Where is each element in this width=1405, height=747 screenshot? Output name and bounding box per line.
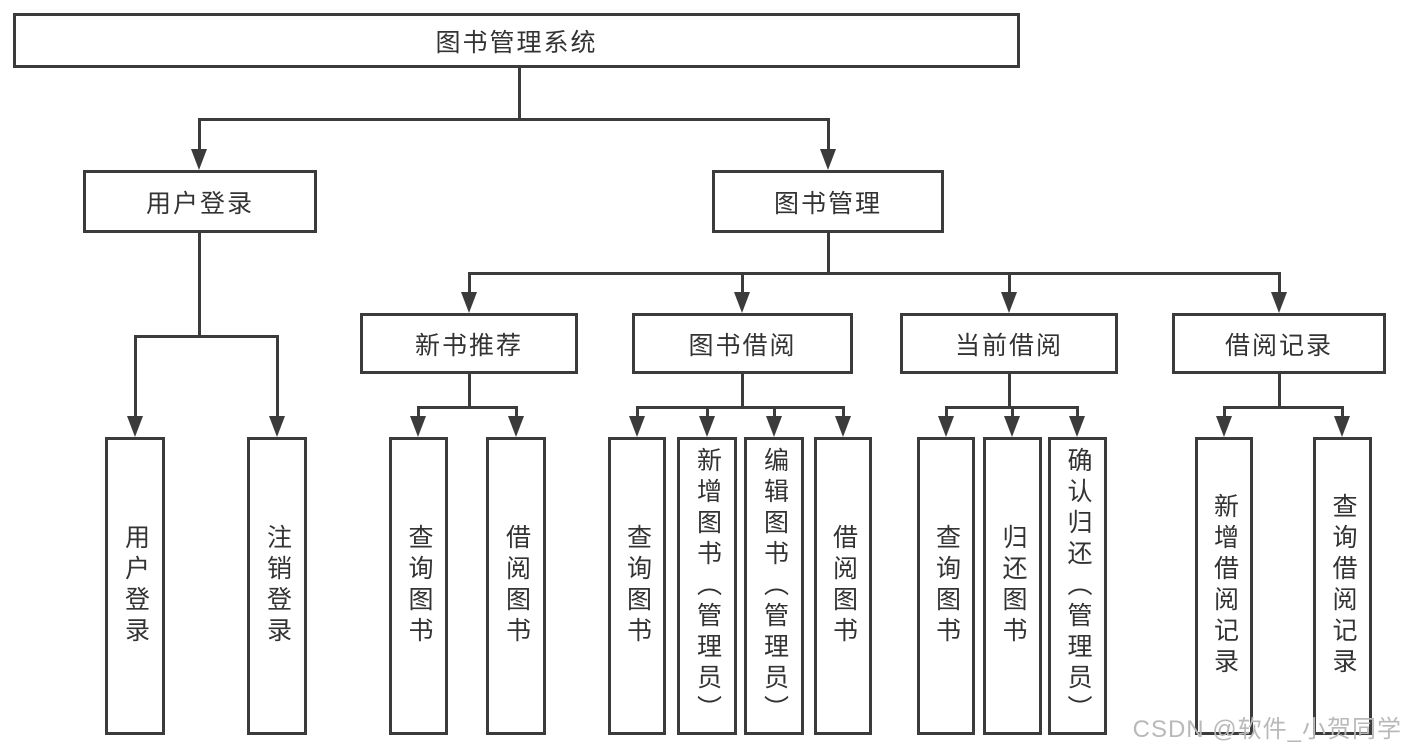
connector-line (417, 406, 420, 418)
node-label: 用户登录 (145, 189, 254, 218)
node-book-borrow: 图书借阅 (632, 313, 853, 374)
arrow-down-icon (461, 292, 477, 313)
arrow-down-icon (410, 416, 426, 437)
leaf-return-books: 归还图书 (983, 437, 1042, 735)
arrow-down-icon (629, 416, 645, 437)
node-label: 查询图书 (932, 524, 961, 648)
leaf-borrow-books-borrow: 借阅图书 (814, 437, 872, 735)
connector-line (198, 118, 201, 152)
connector-line (706, 406, 709, 418)
node-label: 新增图书（管理员） (693, 446, 722, 726)
node-label: 借阅图书 (829, 524, 858, 648)
arrow-down-icon (191, 149, 207, 170)
arrow-down-icon (1001, 292, 1017, 313)
leaf-edit-books-admin: 编辑图书（管理员） (744, 437, 804, 735)
connector-line (276, 335, 279, 417)
connector-line (636, 406, 639, 418)
connector-line (134, 335, 137, 417)
node-label: 图书管理 (773, 189, 882, 218)
node-label: 用户登录 (121, 524, 150, 648)
connector-line (945, 406, 948, 418)
connector-line (741, 374, 744, 407)
arrow-down-icon (1216, 416, 1232, 437)
node-new-book-recommend: 新书推荐 (360, 313, 578, 374)
leaf-confirm-return-admin: 确认归还（管理员） (1048, 437, 1107, 735)
connector-line (1278, 374, 1281, 407)
arrow-down-icon (269, 416, 285, 437)
connector-line (468, 272, 1281, 275)
arrow-down-icon (734, 292, 750, 313)
arrow-down-icon (508, 416, 524, 437)
leaf-query-borrow-record: 查询借阅记录 (1313, 437, 1372, 735)
arrow-down-icon (1004, 416, 1020, 437)
leaf-add-books-admin: 新增图书（管理员） (677, 437, 737, 735)
node-label: 借阅图书 (502, 524, 531, 648)
node-label: 编辑图书（管理员） (760, 446, 789, 726)
arrow-down-icon (1334, 416, 1350, 437)
node-label: 借阅记录 (1224, 331, 1333, 360)
arrow-down-icon (1069, 416, 1085, 437)
connector-line (198, 233, 201, 337)
node-label: 新增借阅记录 (1210, 493, 1239, 679)
leaf-query-books-recommend: 查询图书 (389, 437, 448, 735)
connector-line (636, 406, 845, 409)
connector-line (842, 406, 845, 418)
leaf-query-books-borrow: 查询图书 (608, 437, 666, 735)
node-label: 图书管理系统 (435, 28, 598, 57)
node-label: 图书借阅 (688, 331, 797, 360)
arrow-down-icon (127, 416, 143, 437)
connector-line (1011, 406, 1014, 418)
connector-line (198, 118, 830, 121)
arrow-down-icon (766, 416, 782, 437)
node-current-borrow: 当前借阅 (900, 313, 1118, 374)
connector-line (1008, 272, 1011, 294)
arrow-down-icon (820, 149, 836, 170)
connector-line (1223, 406, 1344, 409)
arrow-down-icon (938, 416, 954, 437)
node-label: 确认归还（管理员） (1064, 446, 1092, 726)
watermark: CSDN @软件_小贺同学 (1132, 716, 1402, 743)
connector-line (468, 272, 471, 294)
connector-line (827, 118, 830, 152)
connector-line (773, 406, 776, 418)
node-user-login: 用户登录 (83, 170, 317, 233)
connector-line (1223, 406, 1226, 418)
node-label: 归还图书 (999, 524, 1027, 648)
node-library-management-system: 图书管理系统 (13, 13, 1020, 68)
connector-line (417, 406, 517, 409)
connector-line (518, 66, 521, 120)
node-borrow-records: 借阅记录 (1172, 313, 1386, 374)
leaf-add-borrow-record: 新增借阅记录 (1195, 437, 1253, 735)
connector-line (1076, 406, 1079, 418)
node-label: 查询图书 (405, 524, 433, 648)
leaf-logout-login: 注销登录 (247, 437, 307, 735)
connector-line (827, 233, 830, 274)
connector-line (1278, 272, 1281, 294)
connector-line (741, 272, 744, 294)
arrow-down-icon (1271, 292, 1287, 313)
connector-line (1008, 374, 1011, 407)
node-label: 当前借阅 (954, 331, 1063, 360)
leaf-user-login: 用户登录 (105, 437, 165, 735)
connector-line (468, 374, 471, 407)
node-label: 查询图书 (623, 524, 652, 648)
arrow-down-icon (699, 416, 715, 437)
leaf-query-books-current: 查询图书 (917, 437, 975, 735)
node-label: 注销登录 (263, 524, 292, 648)
arrow-down-icon (835, 416, 851, 437)
connector-line (515, 406, 518, 418)
node-book-management: 图书管理 (712, 170, 944, 233)
node-label: 查询借阅记录 (1329, 493, 1357, 679)
connector-line (134, 335, 279, 338)
connector-line (1341, 406, 1344, 418)
leaf-borrow-books-recommend: 借阅图书 (486, 437, 546, 735)
node-label: 新书推荐 (414, 331, 523, 360)
